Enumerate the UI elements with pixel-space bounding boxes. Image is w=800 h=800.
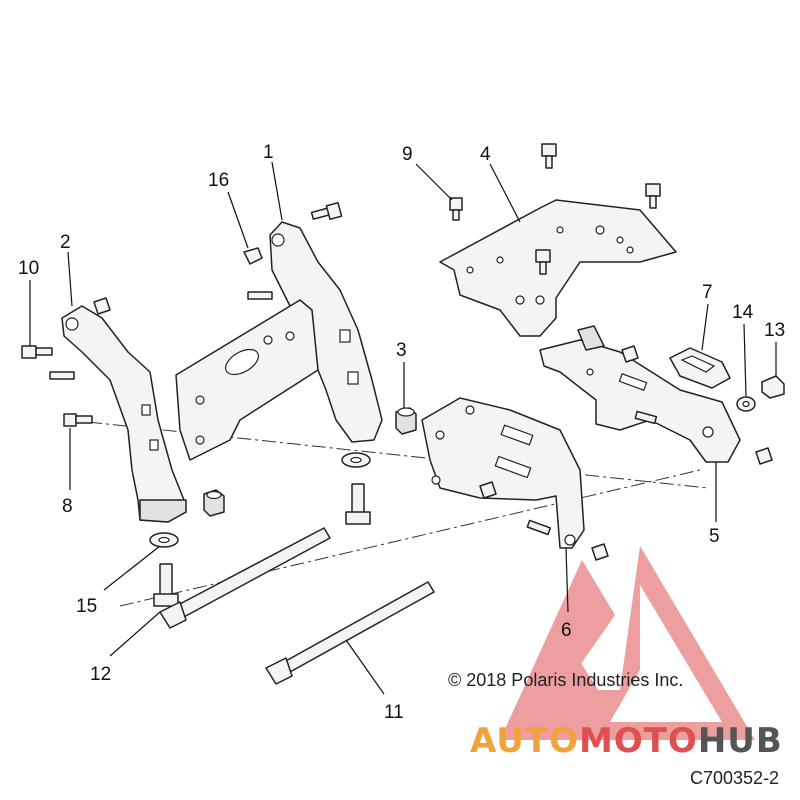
leader-1 (271, 161, 283, 221)
callout-10: 10 (18, 258, 39, 279)
leader-11 (345, 639, 385, 695)
part-6-bracket (421, 397, 585, 549)
callout-14: 14 (732, 302, 754, 323)
watermark-triangle-inner (610, 585, 722, 722)
leader-2 (67, 251, 73, 307)
callout-13: 13 (764, 320, 785, 341)
bolt-top-right-b (645, 183, 661, 209)
bolt-9 (449, 197, 463, 221)
part-12-bolt (153, 563, 179, 607)
part-7-grommet (669, 347, 731, 389)
callout-15: 15 (76, 596, 97, 617)
bolt-center-vertical (345, 483, 371, 525)
nut-left (93, 297, 111, 315)
leader-9 (415, 163, 453, 201)
copyright-notice: © 2018 Polaris Industries Inc. (448, 670, 683, 690)
bolt-part5-side (634, 410, 658, 425)
part-14-washer (736, 396, 756, 412)
callout-11: 11 (384, 702, 404, 723)
leader-6 (565, 547, 569, 613)
washer-center (341, 452, 371, 468)
callout-4: 4 (480, 144, 491, 165)
leader-7 (701, 303, 709, 351)
nut-part6-b (591, 543, 609, 561)
callout-2: 2 (60, 232, 71, 253)
watermark-triangle-left (500, 560, 615, 740)
part-13-nut (761, 375, 785, 399)
bolt-10 (21, 345, 53, 359)
leader-16 (227, 191, 249, 249)
callout-12: 12 (90, 664, 111, 685)
nut-part6-a (479, 481, 497, 499)
watermark-logo (500, 546, 755, 740)
callout-5: 5 (709, 526, 720, 547)
leader-4 (489, 163, 521, 223)
diagram-id: C700352-2 (690, 768, 779, 788)
callout-1: 1 (263, 142, 274, 163)
bolt-left-mid (49, 371, 75, 380)
part-3-bushing (395, 407, 417, 435)
part-1-bracket (175, 221, 383, 461)
nut-part5-a (621, 345, 639, 363)
watermark-text-hub: HUB (698, 721, 783, 761)
callout-7: 7 (702, 282, 713, 303)
callout-8: 8 (62, 496, 73, 517)
bolt-1-top (310, 201, 343, 221)
callout-16: 16 (208, 170, 229, 191)
part-11-long-bolt (265, 581, 435, 685)
part-4-plate (439, 199, 677, 337)
bolt-plate-center (535, 249, 551, 275)
watermark-text-moto: MOTO (579, 721, 698, 761)
bolt-8 (63, 413, 93, 427)
leader-12 (109, 611, 161, 657)
callout-3: 3 (396, 340, 407, 361)
watermark-text: AUTOMOTOHUB (470, 721, 783, 761)
part-15-washer (149, 532, 179, 548)
leader-14 (743, 323, 747, 397)
bolt-top-right-a (541, 143, 557, 169)
bolt-part6-side (526, 519, 552, 536)
part-5-bracket (539, 325, 741, 463)
callout-6: 6 (561, 620, 572, 641)
nut-16 (243, 247, 263, 265)
callout-9: 9 (402, 144, 413, 165)
nut-part5-b (755, 447, 773, 465)
watermark-text-auto: AUTO (470, 721, 579, 761)
center-line-lower (119, 469, 701, 607)
bolt-part1-side (247, 291, 273, 300)
bushing-left (203, 489, 225, 517)
leader-15 (103, 545, 161, 591)
long-bolt-upper (159, 527, 331, 629)
part-2-bracket (61, 305, 187, 523)
